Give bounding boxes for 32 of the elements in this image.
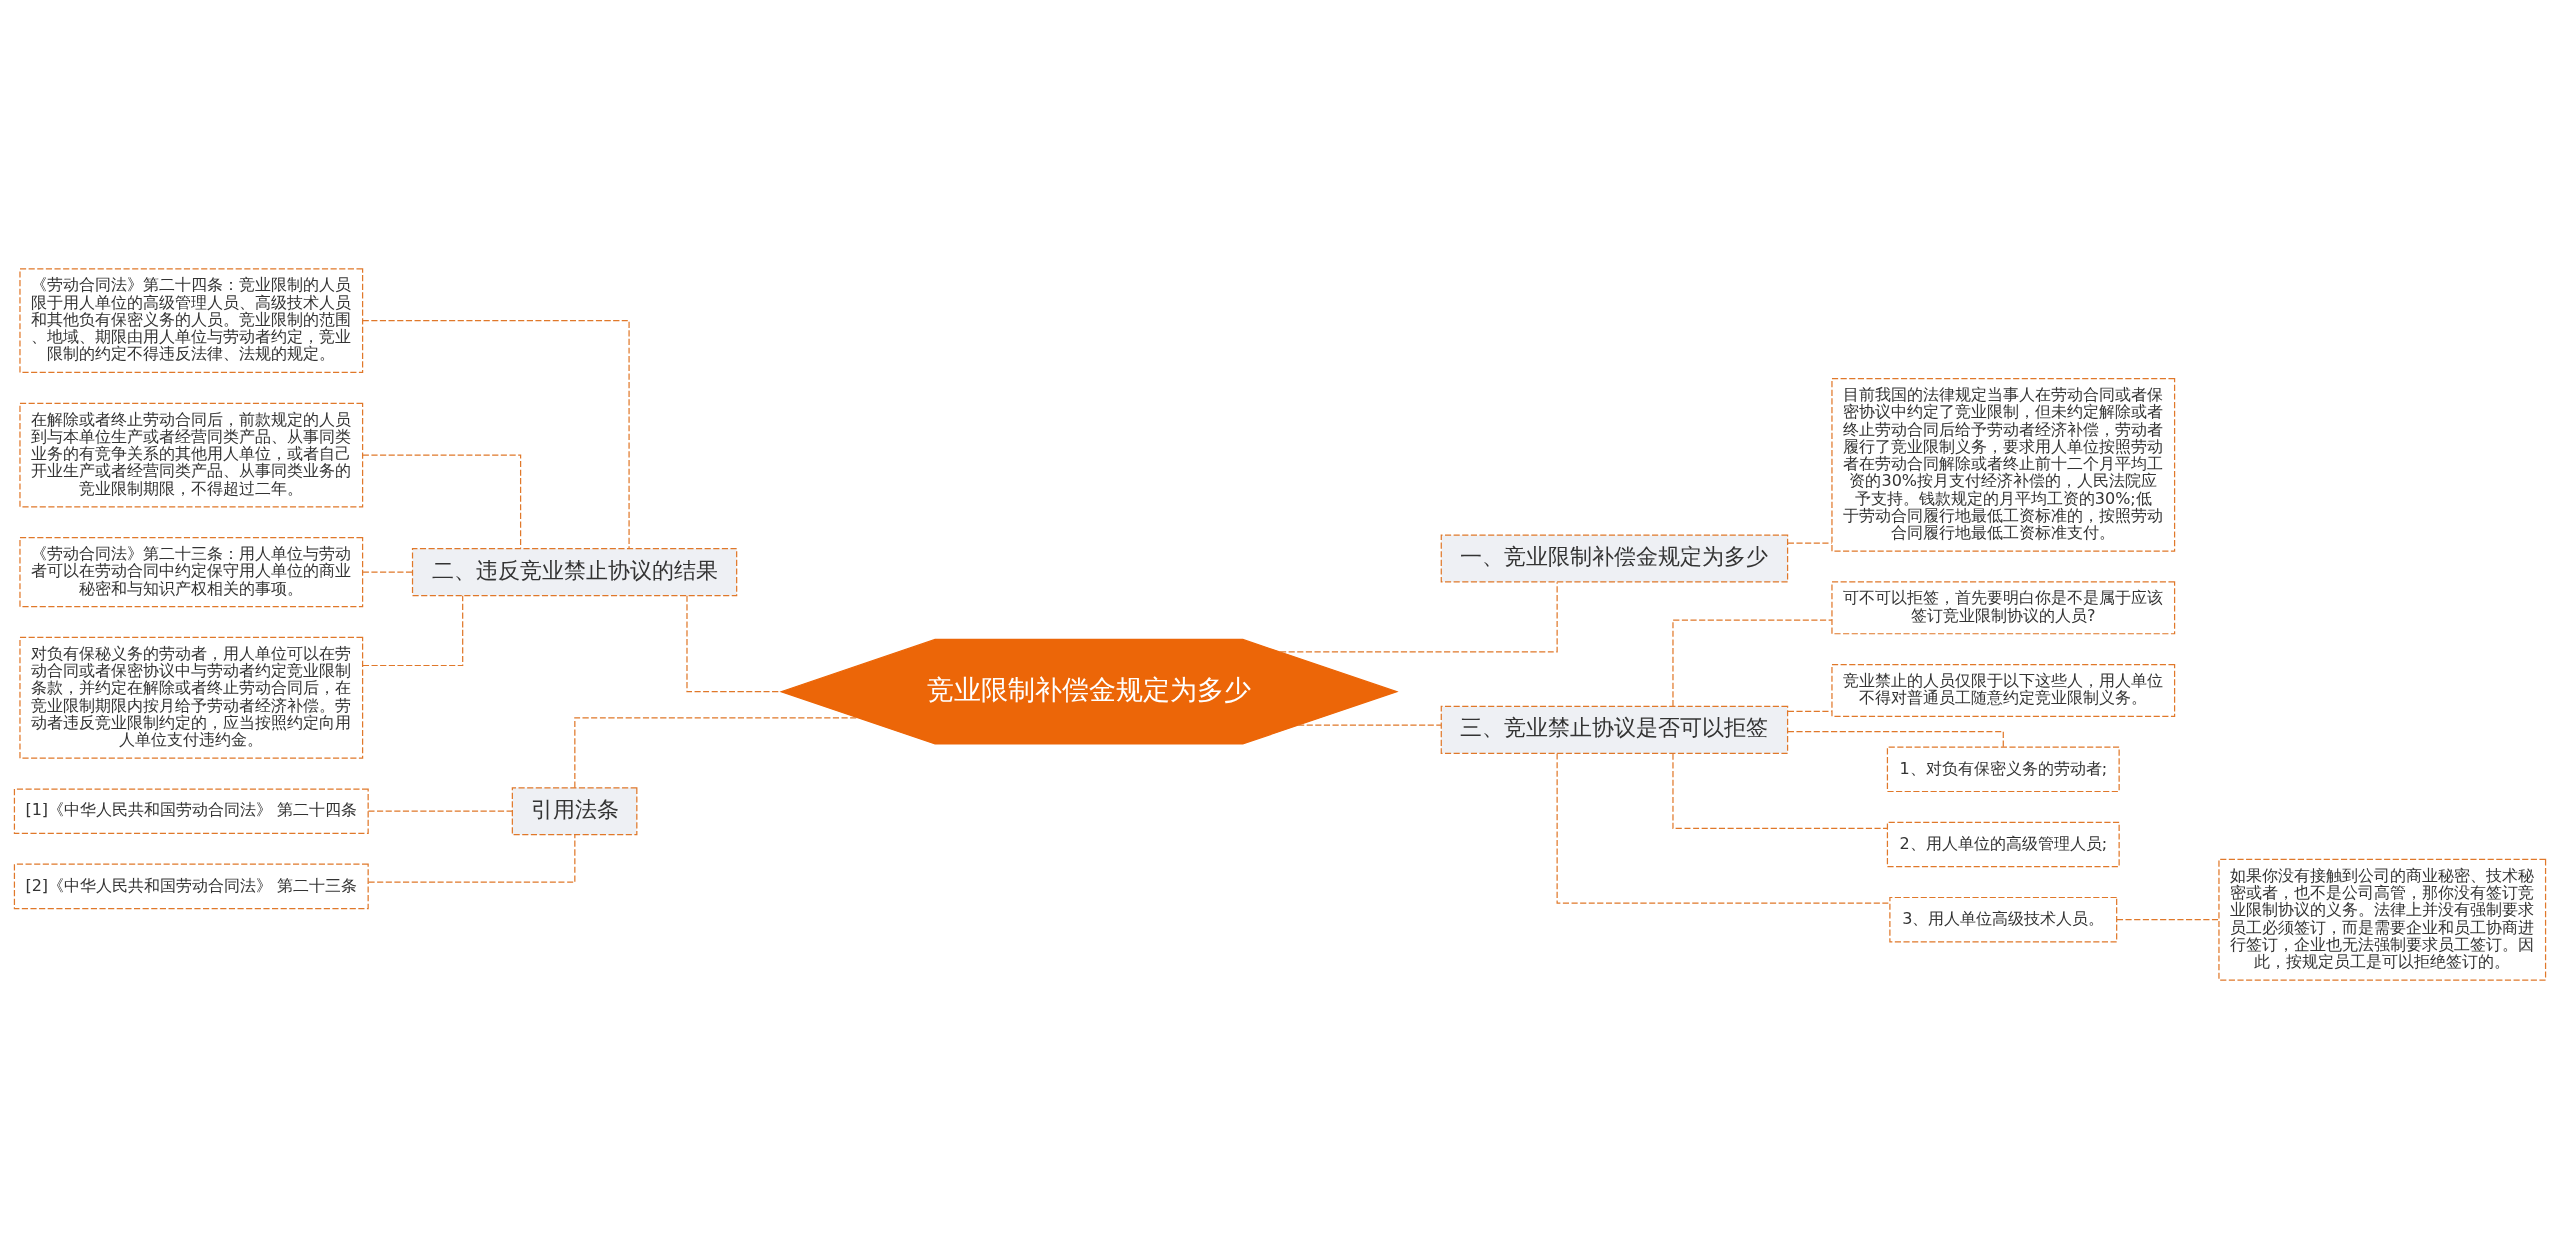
connector: [1279, 581, 1558, 653]
node-box: 竞业禁止的人员仅限于以下这些人，用人单位不得对普通员工随意约定竞业限制义务。: [1831, 663, 2176, 717]
node-box: 2、用人单位的高级管理人员;: [1886, 821, 2120, 867]
node-box: 3、用人单位高级技术人员。: [1889, 896, 2118, 942]
connector: [1672, 752, 1888, 829]
node-box: 对负有保秘义务的劳动者，用人单位可以在劳动合同或者保密协议中与劳动者约定竞业限制条款，并约定在解除或者终止劳动合同后，在竞业限制期限内按月给予劳动者经济补偿。劳动者违反竞业限制约定的，应当按照约定向用人单位支付违约金。: [19, 636, 364, 759]
node-box: 目前我国的法律规定当事人在劳动合同或者保密协议中约定了竞业限制，但未约定解除或者终止劳动合同后给予劳动者经济补偿，劳动者履行了竞业限制义务，要求用人单位按照劳动者在劳动合同解除或者终止前十二个月平均工资的30%按月支付经济补偿的，人民法院应予支持。钱款规定的月平均工资的30%;低于劳动合同履行地最低工资标准的，按照劳动合同履行地最低工资标准支付。: [1831, 377, 2176, 552]
node-box: [1]《中华人民共和国劳动合同法》 第二十四条: [13, 787, 369, 834]
connector: [1556, 752, 1891, 904]
connector: [362, 319, 630, 549]
node-box: 引用法条: [511, 786, 638, 835]
node-box: 《劳动合同法》第二十四条：竞业限制的人员限于用人单位的高级管理人员、高级技术人员和其他负有保密义务的人员。竞业限制的范围、地域、期限由用人单位与劳动者约定，竞业限制的约定不得违反法律、法规的规定。: [19, 267, 364, 373]
connector: [574, 716, 859, 788]
connector: [2116, 918, 2220, 920]
connector: [362, 453, 522, 549]
connector: [362, 594, 464, 666]
node-box: 1、对负有保密义务的劳动者;: [1886, 746, 2120, 792]
connector: [367, 833, 576, 883]
node-box: [2]《中华人民共和国劳动合同法》 第二十三条: [13, 863, 369, 909]
connector: [1672, 619, 1833, 707]
connector: [1787, 542, 1833, 544]
node-box: 如果你没有接触到公司的商业秘密、技术秘密或者，也不是公司高管，那你没有签订竞业限制协议的义务。法律上并没有强制要求员工必须签订，而是需要企业和员工协商进行签订，企业也无法强制要求员工签订。因此，按规定员工是可以拒绝签订的。: [2218, 858, 2547, 981]
node-box: 《劳动合同法》第二十三条：用人单位与劳动者可以在劳动合同中约定保守用人单位的商业秘密和与知识产权相关的事项。: [19, 536, 364, 607]
node-box: 在解除或者终止劳动合同后，前款规定的人员到与本单位生产或者经营同类产品、从事同类业务的有竞争关系的其他用人单位，或者自己开业生产或者经营同类产品、从事同类业务的竞业限制期限，不得超过二年。: [19, 402, 364, 507]
connector: [367, 810, 513, 812]
node-box: 一、竞业限制补偿金规定为多少: [1440, 534, 1789, 583]
connector: [1297, 724, 1442, 726]
node-box: 可不可以拒签，首先要明白你是不是属于应该签订竞业限制协议的人员?: [1831, 580, 2176, 634]
node-box: 三、竞业禁止协议是否可以拒签: [1440, 705, 1789, 754]
connector: [686, 594, 782, 692]
connector: [1787, 710, 1833, 712]
node-box: 二、违反竞业禁止协议的结果: [411, 547, 738, 596]
